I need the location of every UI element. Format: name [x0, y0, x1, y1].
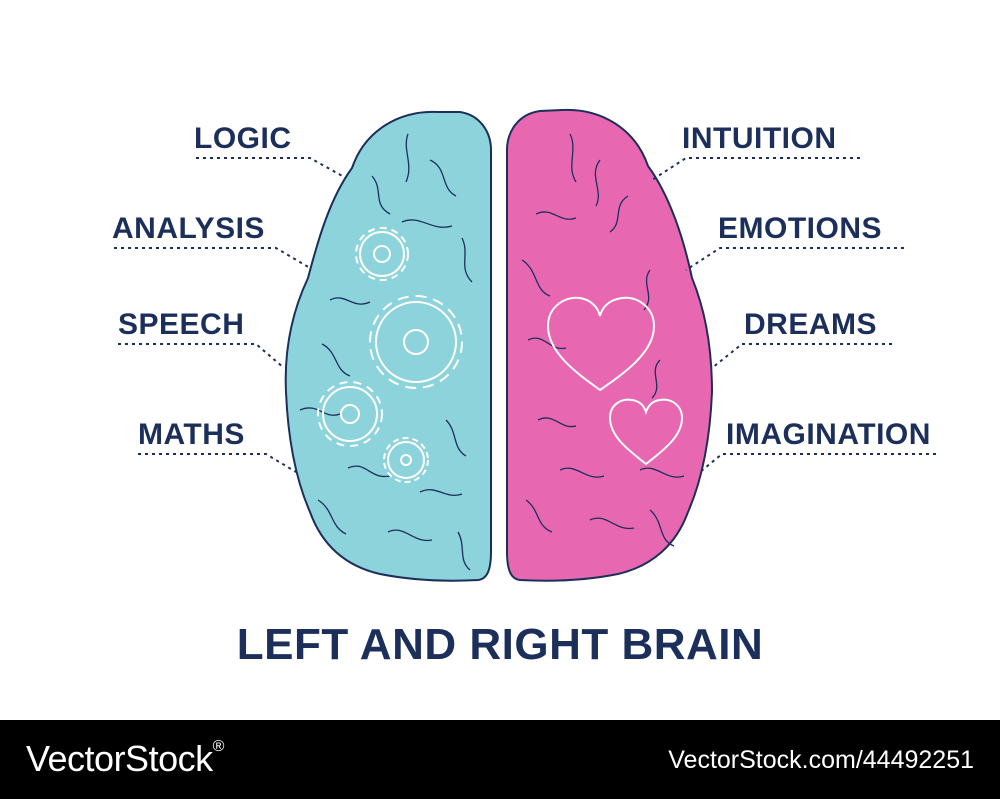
left-brain-folds: [299, 133, 473, 571]
gear-icon: [383, 437, 429, 483]
right-hemisphere: [506, 108, 714, 582]
gear-icon: [317, 381, 383, 447]
right-brain-folds: [521, 133, 685, 547]
diagram-canvas: LOGIC ANALYSIS SPEECH MATHS INTUITION EM…: [112, 108, 936, 669]
label-dreams: DREAMS: [744, 308, 878, 341]
label-maths: MATHS: [138, 418, 245, 451]
diagram-title: LEFT AND RIGHT BRAIN: [236, 620, 764, 669]
brain-illustration: [114, 108, 936, 582]
gear-icon: [369, 295, 463, 389]
gear-icon: [355, 227, 409, 281]
leader-lines: [114, 157, 936, 473]
heart-icon: [608, 398, 684, 466]
label-intuition: INTUITION: [682, 122, 837, 155]
registered-mark: ®: [212, 738, 225, 755]
watermark-bar: VectorStock® VectorStock.com/44492251: [0, 720, 1000, 799]
image-credit: VectorStock.com/44492251: [668, 746, 974, 774]
label-analysis: ANALYSIS: [112, 212, 265, 245]
left-hemisphere: [284, 110, 492, 582]
label-imagination: IMAGINATION: [726, 418, 931, 451]
brand-logo: VectorStock®: [26, 738, 224, 780]
brand-name: VectorStock: [26, 738, 213, 779]
label-emotions: EMOTIONS: [718, 212, 883, 245]
heart-icon: [546, 296, 656, 392]
label-logic: LOGIC: [194, 122, 292, 155]
label-speech: SPEECH: [118, 308, 245, 341]
